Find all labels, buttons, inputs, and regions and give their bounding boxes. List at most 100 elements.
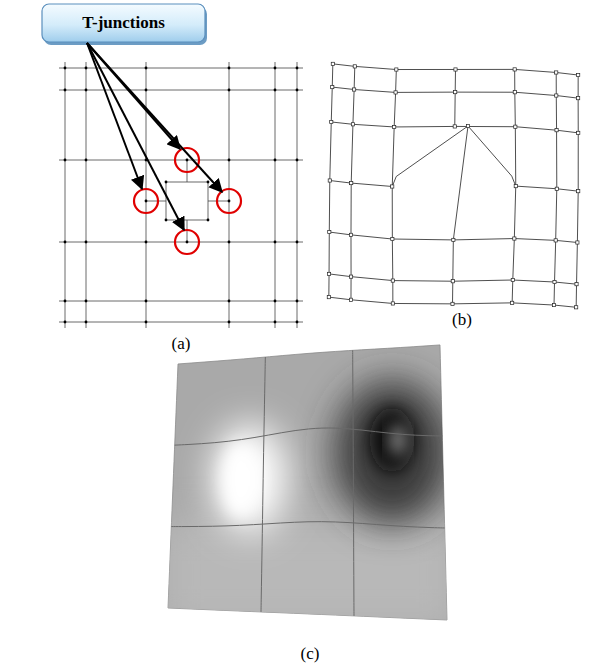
mesh-vertex	[577, 131, 580, 134]
control-point	[274, 67, 277, 70]
mesh-edge	[392, 281, 393, 304]
mesh-edge	[351, 183, 392, 186]
mesh-edge	[350, 235, 351, 277]
control-point	[228, 67, 231, 70]
mesh-vertex	[555, 94, 558, 97]
mesh-edge	[330, 181, 351, 184]
patch-boundary	[353, 350, 354, 616]
mesh-edge	[456, 69, 515, 70]
mesh-edge	[351, 124, 353, 183]
mesh-vertex	[576, 241, 579, 244]
mesh-vertex	[395, 68, 398, 71]
mesh-edge	[556, 96, 557, 131]
mesh-edge	[514, 239, 555, 241]
control-point	[64, 89, 67, 92]
mesh-edge	[329, 274, 351, 277]
mesh-vertex	[453, 125, 456, 128]
mesh-edge	[394, 92, 395, 127]
callout-box: T-junctions	[42, 4, 205, 42]
grid-line	[166, 182, 208, 220]
mesh-edge	[393, 280, 453, 282]
control-point	[64, 159, 67, 162]
control-point	[85, 300, 88, 303]
mesh-edge	[556, 72, 578, 75]
mesh-vertex	[327, 296, 330, 299]
grid-line	[59, 160, 303, 161]
callout-title: T-junctions	[82, 13, 165, 33]
control-point	[145, 300, 148, 303]
mesh-edge	[350, 183, 351, 235]
leader-arrow	[87, 43, 184, 230]
mesh-edge	[513, 280, 555, 282]
mesh-edge	[392, 239, 393, 281]
mesh-edge	[392, 127, 394, 187]
mesh-edge	[354, 66, 356, 89]
highlight	[222, 442, 258, 518]
control-point	[207, 181, 210, 184]
patch-boundary	[175, 428, 443, 445]
mesh-edge	[468, 126, 512, 176]
mesh-edge	[332, 87, 354, 89]
control-point	[145, 89, 148, 92]
mesh-edge	[557, 189, 578, 191]
mesh-edge	[578, 75, 579, 98]
callout-box-outline	[42, 4, 205, 42]
mesh-edge	[453, 239, 514, 240]
control-point	[145, 241, 148, 244]
mesh-vertex	[391, 237, 394, 240]
mesh-vertex	[350, 181, 353, 184]
mesh-edge	[514, 69, 515, 92]
control-point	[145, 200, 148, 203]
mesh-edge	[577, 191, 579, 242]
mesh-edge	[394, 126, 455, 128]
mesh-vertex	[451, 280, 454, 283]
mesh-edge	[455, 92, 515, 93]
mesh-vertex	[575, 306, 578, 309]
mesh-vertex	[391, 302, 394, 305]
shaded-surface	[160, 345, 460, 630]
surface-shading	[160, 380, 460, 630]
control-point	[228, 159, 231, 162]
mesh-edge	[332, 64, 334, 87]
mesh-edge	[329, 297, 351, 300]
mesh-vertex	[577, 190, 580, 193]
mesh-vertex	[555, 71, 558, 74]
mesh-edge	[396, 92, 456, 93]
mesh-vertex	[328, 179, 331, 182]
mesh-edge	[516, 186, 557, 189]
mesh-edge	[578, 133, 579, 191]
mesh-edge	[351, 300, 393, 304]
subfigure-label: (c)	[301, 644, 320, 664]
mesh-vertex	[353, 88, 356, 91]
mesh-vertex	[349, 275, 352, 278]
t-junction-marker	[134, 189, 158, 213]
mesh-edge	[513, 239, 515, 280]
control-point	[85, 159, 88, 162]
control-point	[85, 89, 88, 92]
mesh-vertex	[330, 120, 333, 123]
control-point	[296, 300, 299, 303]
grid-line	[59, 242, 303, 243]
control-point	[165, 181, 168, 184]
grid-line	[59, 90, 303, 91]
mesh-edge	[515, 92, 556, 95]
mesh-vertex	[511, 278, 514, 281]
mesh-vertex	[552, 303, 555, 306]
control-point	[274, 89, 277, 92]
mesh-edge	[333, 64, 355, 67]
mesh-edge	[515, 127, 516, 186]
grid-line	[146, 62, 147, 328]
mesh-vertex	[513, 68, 516, 71]
mesh-edge	[393, 303, 453, 304]
control-point	[296, 67, 299, 70]
control-point	[145, 67, 148, 70]
mesh-edge	[350, 277, 351, 300]
mesh-edge	[331, 87, 332, 122]
mesh-edge	[392, 186, 393, 239]
shadow	[370, 408, 414, 472]
subfigure-label: (b)	[452, 310, 472, 330]
grid-line	[275, 62, 276, 328]
mesh-vertex	[353, 65, 356, 68]
control-point	[274, 159, 277, 162]
